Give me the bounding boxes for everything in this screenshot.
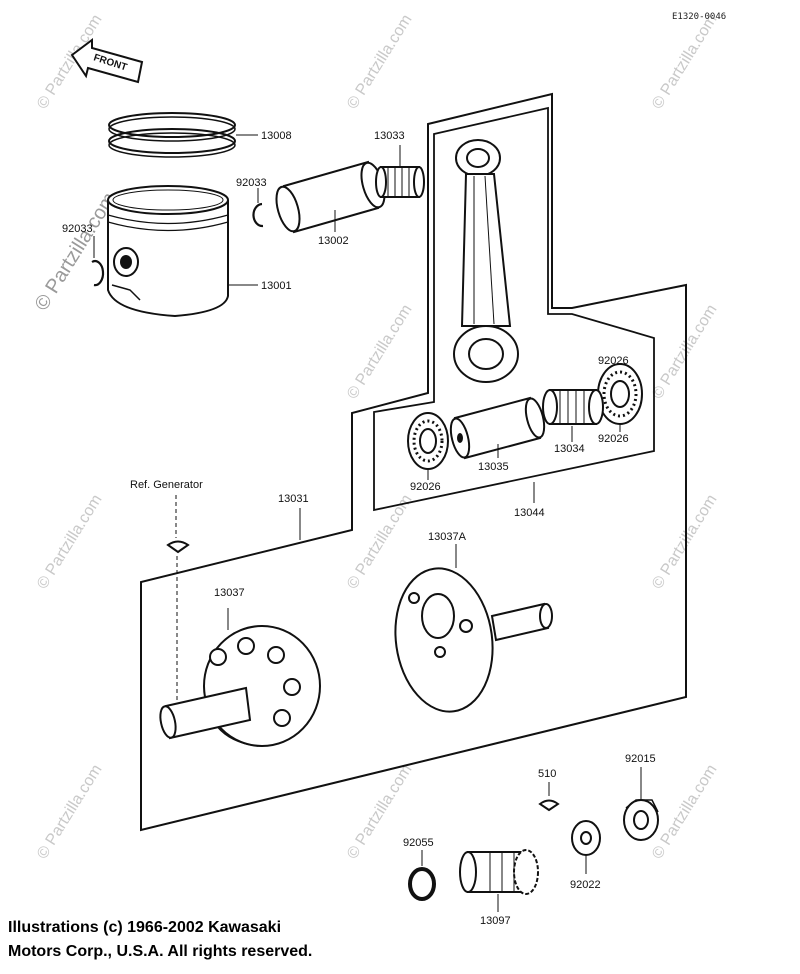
part-label-92033: 92033 [62,223,93,235]
part-label-13044: 13044 [514,507,545,519]
part-label-510: 510 [538,768,556,780]
part-label-92015: 92015 [625,753,656,765]
piston-pin-clip-left [91,236,105,287]
piston-pin-clip-right [252,188,264,228]
watermark: © Partzilla.com [649,12,721,112]
part-label-13034: 13034 [554,443,585,455]
crankshaft-assembly-outline [140,92,687,832]
watermark: © Partzilla.com [649,302,721,402]
part-label-13008: 13008 [261,130,292,142]
crankshaft-half-left [159,608,321,747]
part-label-92033: 92033 [236,177,267,189]
o-ring [408,850,436,901]
watermark: © Partzilla.com [34,762,106,862]
woodruff-key-generator [166,495,190,710]
part-label-13037A: 13037A [428,531,467,543]
part-label-13031: 13031 [278,493,309,505]
part-label-13001: 13001 [261,280,292,292]
part-label-13033: 13033 [374,130,405,142]
woodruff-key [538,782,560,812]
thrust-washer-left [407,412,449,480]
front-arrow: FRONT [70,38,144,84]
piston-rings [108,112,258,158]
part-label-13037: 13037 [214,587,245,599]
connecting-rod [453,139,519,383]
ref-generator-label: Ref. Generator [130,479,203,491]
big-end-bearing [542,389,604,442]
watermark: © Partzilla.com [344,302,416,402]
part-label-92022: 92022 [570,879,601,891]
small-end-bearing [375,145,425,198]
part-label-92026: 92026 [598,433,629,445]
connecting-rod-assembly-outline [373,106,655,512]
watermark: © Partzilla.com [344,12,416,112]
watermark: © Partzilla.com [649,762,721,862]
crankshaft-nut [623,767,659,841]
thrust-washer-right [597,363,643,432]
pinion-gear [459,849,539,912]
reference-code: E1320-0046 [672,12,726,22]
washer [571,820,601,874]
watermark: © Partzilla.com [649,492,721,592]
part-label-92026: 92026 [410,481,441,493]
part-label-13097: 13097 [480,915,511,927]
crankshaft-half-right [394,544,553,713]
copyright-notice: Illustrations (c) 1966-2002 Kawasaki Mot… [8,916,568,964]
crank-pin [449,396,546,460]
part-number-labels: 13008 13033 92033 92033 13002 13001 9202… [62,130,656,927]
part-label-92055: 92055 [403,837,434,849]
copyright-line: Motors Corp., U.S.A. All rights reserved… [8,943,313,960]
part-label-13002: 13002 [318,235,349,247]
watermark: © Partzilla.com [344,492,416,592]
part-label-92026: 92026 [598,355,629,367]
piston-pin [275,160,386,234]
part-label-13035: 13035 [478,461,509,473]
watermark: © Partzilla.com [34,492,106,592]
copyright-line: Illustrations (c) 1966-2002 Kawasaki [8,919,282,936]
piston [107,185,258,318]
